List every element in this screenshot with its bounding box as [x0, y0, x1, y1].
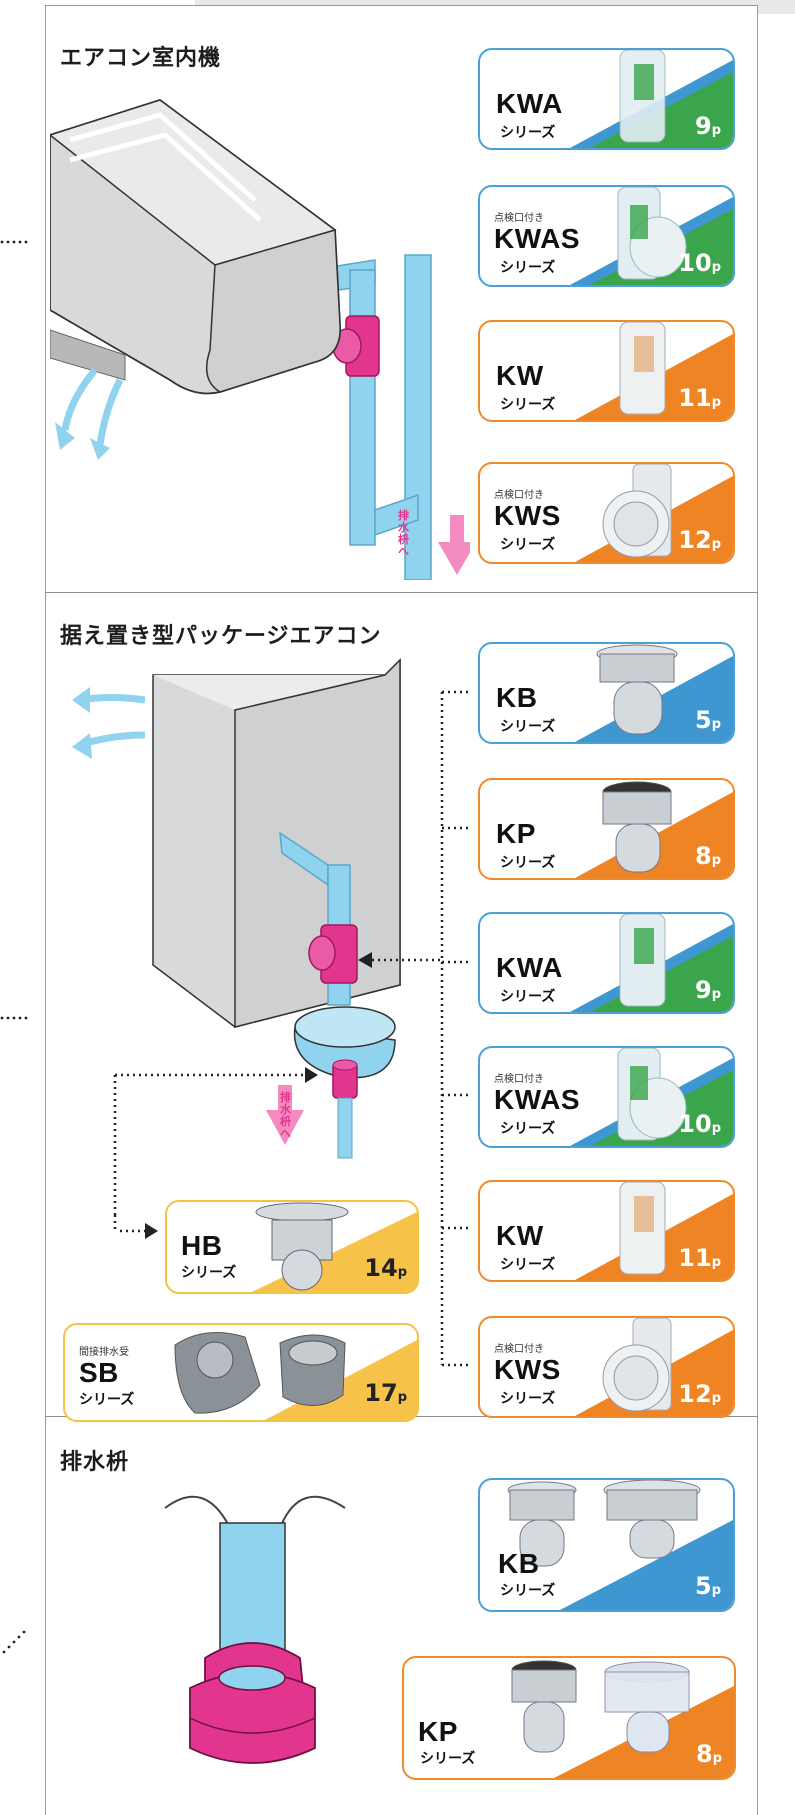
section-title-package-aircon: 据え置き型パッケージエアコン — [60, 624, 382, 649]
kw-product-image — [619, 1182, 666, 1275]
drain-label: 排水枡へ — [398, 509, 409, 558]
product-card-kwas[interactable]: 点検口付き KWAS シリーズ 10p — [478, 185, 735, 287]
product-card-kw[interactable]: KW シリーズ 11p — [478, 320, 735, 422]
sb-product-image — [174, 1332, 346, 1414]
product-card-kwa-2[interactable]: KWA シリーズ 9p — [478, 912, 735, 1014]
kw-product-image — [619, 322, 666, 415]
product-card-hb[interactable]: HB シリーズ 14p — [165, 1200, 419, 1294]
section-title-drain-basin: 排水枡 — [60, 1450, 130, 1475]
kwas-product-image — [617, 1048, 687, 1141]
drain-basin-illustration — [164, 1495, 346, 1764]
kb-product-image — [596, 644, 678, 735]
product-card-kp[interactable]: KP シリーズ 8p — [478, 778, 735, 880]
kwa-product-image — [619, 914, 666, 1007]
kws-product-image — [602, 1318, 672, 1412]
section-title-indoor-unit: エアコン室内機 — [60, 46, 222, 71]
product-card-kw-2[interactable]: KW シリーズ 11p — [478, 1180, 735, 1282]
section-divider — [45, 592, 758, 593]
product-card-kwas-2[interactable]: 点検口付き KWAS シリーズ 10p — [478, 1046, 735, 1148]
product-card-kws[interactable]: 点検口付き KWS シリーズ 12p — [478, 462, 735, 564]
product-card-kb-2[interactable]: KB シリーズ 5p — [478, 1478, 735, 1612]
kwas-product-image — [617, 187, 687, 280]
hb-product-image — [255, 1202, 349, 1291]
right-connector-dots — [440, 690, 470, 1367]
kws-product-image — [602, 464, 672, 558]
kwa-product-image — [619, 50, 666, 143]
indoor-unit-illustration — [50, 99, 470, 580]
product-card-kwa[interactable]: KWA シリーズ 9p — [478, 48, 735, 150]
package-aircon-illustration — [72, 658, 440, 1239]
product-card-kws-2[interactable]: 点検口付き KWS シリーズ 12p — [478, 1316, 735, 1418]
product-card-kb[interactable]: KB シリーズ 5p — [478, 642, 735, 744]
product-card-kp-2[interactable]: KP シリーズ 8p — [402, 1656, 736, 1780]
kb-product-image — [507, 1480, 701, 1567]
kp-product-image — [602, 781, 672, 873]
kp-product-image — [511, 1660, 690, 1753]
product-card-sb[interactable]: 間接排水受 SB シリーズ 17p — [63, 1323, 419, 1422]
left-connector-dots — [0, 240, 28, 1654]
drain-label-2: 排水枡へ — [280, 1091, 291, 1140]
